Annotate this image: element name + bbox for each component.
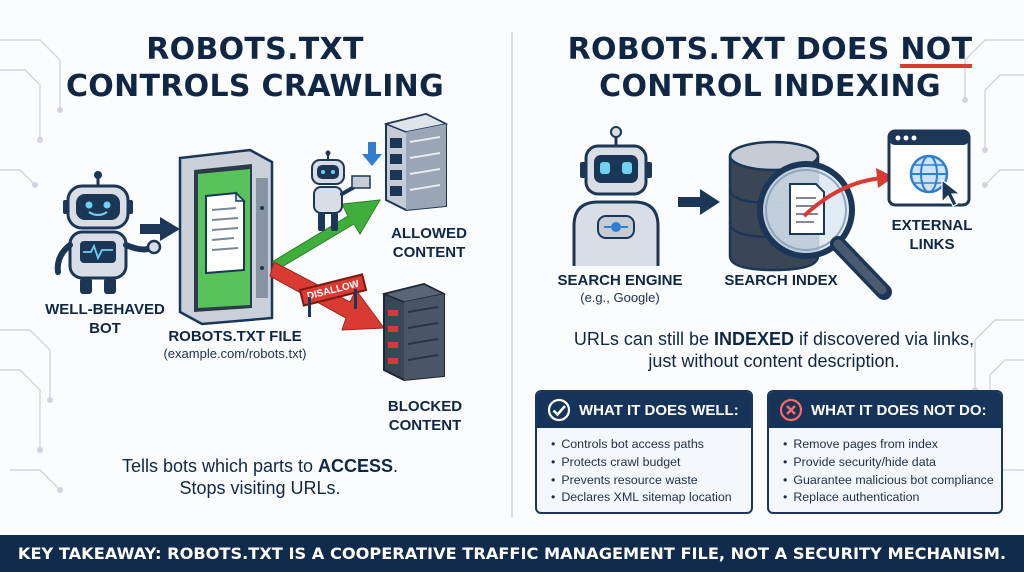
note-line2: just without content description. <box>648 351 900 371</box>
list-item: Provide security/hide data <box>783 454 1001 472</box>
note-emph: INDEXED <box>713 329 794 349</box>
list-item: Guarantee malicious bot compliance <box>783 472 1001 490</box>
search-index-label: SEARCH INDEX <box>724 272 838 289</box>
does-well-heading: WHAT IT DOES WELL: <box>579 401 739 419</box>
bot-label-line2: BOT <box>89 320 121 337</box>
summary-pre: Tells bots which parts to <box>121 456 319 476</box>
links-label-line1: EXTERNAL <box>891 217 973 234</box>
left-title: ROBOTS.TXT CONTROLS CRAWLING <box>60 31 450 105</box>
note-pre: URLs can still be <box>573 329 714 349</box>
left-title-line2: CONTROLS CRAWLING <box>65 69 445 104</box>
list-item: Protects crawl budget <box>551 454 751 472</box>
robots-file-label: ROBOTS.TXT FILE <box>168 328 302 345</box>
right-title-emph: NOT <box>900 32 973 68</box>
links-label-line2: LINKS <box>909 236 955 253</box>
right-title-emph-text: NOT <box>900 32 973 67</box>
x-circle-icon <box>779 398 803 422</box>
allowed-content-label: ALLOWED CONTENT <box>374 224 484 262</box>
does-not-panel: WHAT IT DOES NOT DO: Remove pages from i… <box>767 390 1003 514</box>
center-divider <box>511 32 513 517</box>
search-engine-bot-icon <box>572 126 660 266</box>
emphasis-underline <box>900 64 973 68</box>
list-item: Prevents resource waste <box>551 472 751 490</box>
down-arrow-icon <box>362 142 382 166</box>
bot-label: WELL-BEHAVED BOT <box>30 300 180 338</box>
disallow-sign-post <box>354 289 357 309</box>
list-item: Remove pages from index <box>783 436 1001 454</box>
right-title-line2: CONTROL INDEXING <box>599 69 941 104</box>
arrow-right-icon <box>140 217 180 241</box>
robots-file-sublabel: (example.com/robots.txt) <box>163 346 307 361</box>
blocked-server-icon <box>381 282 447 382</box>
left-summary: Tells bots which parts to ACCESS. Stops … <box>90 455 430 499</box>
robots-file-gateway-icon <box>178 148 274 326</box>
allow-arrow-icon <box>271 199 381 268</box>
arrow-right-icon <box>678 189 720 215</box>
does-well-panel: WHAT IT DOES WELL: Controls bot access p… <box>535 390 753 514</box>
does-not-heading: WHAT IT DOES NOT DO: <box>811 401 987 419</box>
does-not-header: WHAT IT DOES NOT DO: <box>769 392 1001 428</box>
does-well-header: WHAT IT DOES WELL: <box>537 392 751 428</box>
list-item: Controls bot access paths <box>551 436 751 454</box>
search-index-icon <box>728 140 892 300</box>
note-post: if discovered via links, <box>794 329 975 349</box>
left-title-line1: ROBOTS.TXT <box>146 32 364 67</box>
well-behaved-bot-icon <box>54 171 162 294</box>
list-item: Declares XML sitemap location <box>551 489 751 507</box>
summary-post: . <box>393 456 399 476</box>
search-engine-label: SEARCH ENGINE <box>557 272 683 289</box>
delivery-bot-icon <box>311 150 371 231</box>
does-not-list: Remove pages from index Provide security… <box>769 428 1001 507</box>
summary-line2: Stops visiting URLs. <box>179 478 341 498</box>
link-arrow-icon <box>802 168 894 218</box>
does-well-list: Controls bot access paths Protects crawl… <box>537 428 751 507</box>
allowed-label-line1: ALLOWED <box>391 225 467 242</box>
allowed-server-icon <box>383 112 449 212</box>
allowed-label-line2: CONTENT <box>392 244 466 261</box>
bot-label-line1: WELL-BEHAVED <box>45 301 165 318</box>
summary-emph: ACCESS <box>318 456 394 476</box>
right-title-pre: ROBOTS.TXT DOES <box>567 32 901 67</box>
blocked-label-line1: BLOCKED <box>387 398 463 415</box>
browser-window-icon <box>887 129 971 207</box>
check-circle-icon <box>547 398 571 422</box>
blocked-label-line2: CONTENT <box>388 417 462 434</box>
external-links-label: EXTERNAL LINKS <box>874 216 990 254</box>
right-title: ROBOTS.TXT DOES NOT CONTROL INDEXING <box>535 31 1005 105</box>
key-takeaway-bar: KEY TAKEAWAY: ROBOTS.TXT IS A COOPERATIV… <box>0 535 1024 572</box>
disallow-sign-post <box>308 297 311 317</box>
blocked-content-label: BLOCKED CONTENT <box>370 397 480 435</box>
list-item: Replace authentication <box>783 489 1001 507</box>
search-engine-sublabel: (e.g., Google) <box>580 290 660 305</box>
indexing-note: URLs can still be INDEXED if discovered … <box>536 328 1012 372</box>
